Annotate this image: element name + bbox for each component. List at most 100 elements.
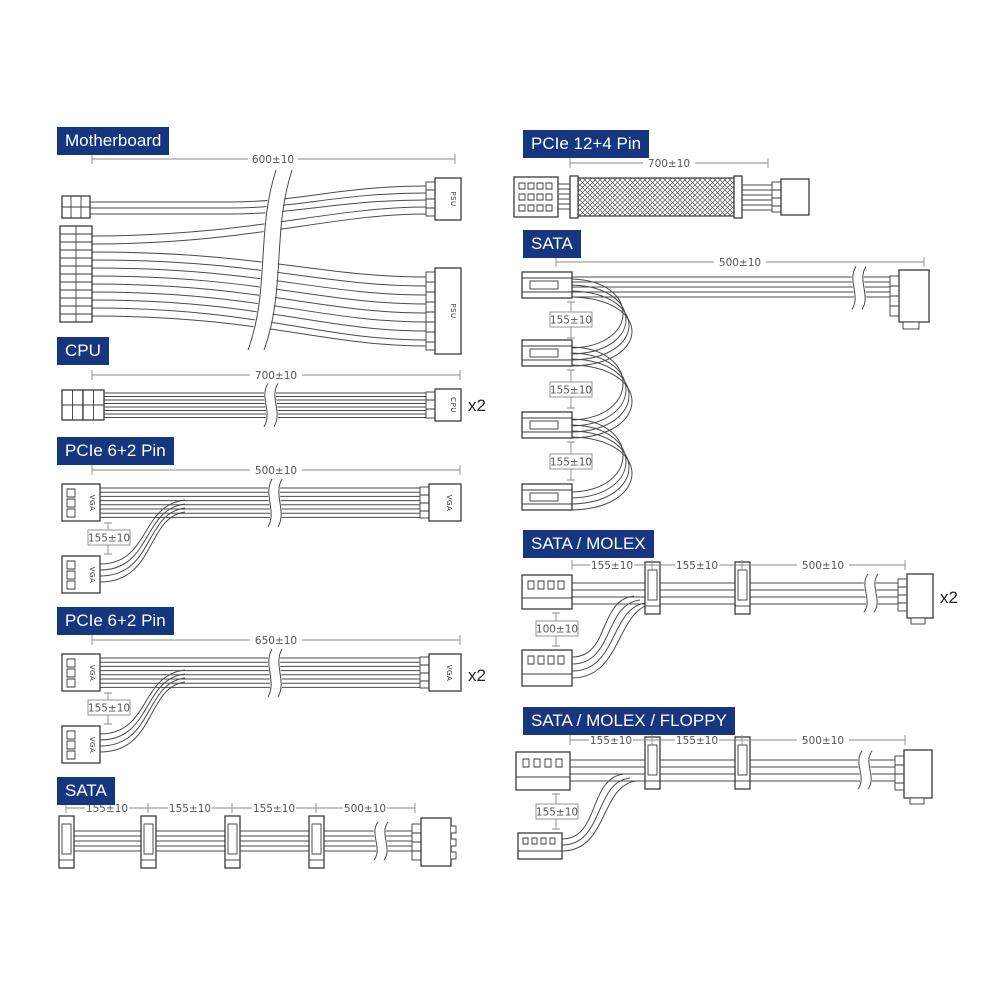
sata-molex-multiplier: x2	[940, 588, 958, 607]
atx-small-connector	[61, 195, 91, 219]
svg-text:500±10: 500±10	[255, 465, 297, 477]
label-sata-molex-floppy: SATA / MOLEX / FLOPPY	[523, 707, 735, 736]
svg-text:700±10: 700±10	[255, 370, 297, 382]
vga-connector-right: VGA	[419, 653, 462, 692]
sata-connector	[58, 815, 75, 869]
dimension-sata-molex: 155±10 155±10 500±10	[571, 557, 906, 572]
molex-connector	[521, 649, 573, 687]
svg-text:155±10: 155±10	[88, 533, 130, 545]
svg-text:500±10: 500±10	[719, 257, 761, 269]
svg-text:500±10: 500±10	[802, 735, 844, 747]
dimension-700: 700±10	[569, 155, 769, 170]
vga-connector-label: VGA	[445, 665, 453, 682]
vga-connector-label: VGA	[445, 495, 453, 512]
vga-connector-lower: VGA	[61, 725, 101, 764]
sata-connector	[644, 736, 661, 790]
sata-connector	[308, 815, 325, 869]
section-sata-molex-drawing: 155±10 155±10 500±10 100±10 x2	[521, 557, 958, 687]
psu-connector-label: PSU	[449, 303, 457, 318]
sata-connector	[521, 411, 573, 439]
psu-connector-label: PSU	[449, 191, 457, 206]
label-motherboard: Motherboard	[57, 127, 170, 156]
sata-psu-connector	[411, 817, 457, 867]
label-pcie62b: PCIe 6+2 Pin	[57, 607, 174, 636]
svg-text:100±10: 100±10	[536, 624, 578, 636]
section-pcie62a-drawing: VGA VGA VGA 500±10 155±10	[61, 462, 462, 594]
sata-connector	[521, 271, 573, 299]
vga-connector-lower: VGA	[61, 555, 101, 594]
dimension-155-sub: 155±10	[87, 692, 131, 725]
svg-text:700±10: 700±10	[648, 158, 690, 170]
dimension-155-sub: 155±10	[549, 369, 593, 409]
sata-connector	[521, 339, 573, 367]
svg-text:155±10: 155±10	[550, 315, 592, 327]
sata-connector	[521, 483, 573, 511]
sata-connector	[734, 736, 751, 790]
svg-text:600±10: 600±10	[252, 154, 294, 166]
label-pcie124: PCIe 12+4 Pin	[523, 130, 650, 159]
dimension-600: 600±10	[91, 151, 456, 166]
cpu-multiplier: x2	[468, 396, 486, 415]
svg-text:500±10: 500±10	[802, 560, 844, 572]
svg-text:155±10: 155±10	[676, 560, 718, 572]
label-sata-left: SATA	[57, 777, 115, 806]
sata-connector	[734, 561, 751, 615]
dimension-650: 650±10	[91, 632, 461, 647]
pcie124-psu-connector	[771, 178, 810, 216]
section-sata-left-drawing: 155±10 155±10 155±10 500±10	[58, 800, 457, 869]
cpu-connector-label: CPU	[449, 397, 457, 413]
label-cpu: CPU	[57, 337, 109, 366]
svg-text:155±10: 155±10	[536, 807, 578, 819]
svg-text:500±10: 500±10	[344, 803, 386, 815]
sata-psu-connector	[889, 269, 930, 330]
svg-text:155±10: 155±10	[590, 735, 632, 747]
sata-connector	[140, 815, 157, 869]
dimension-500: 500±10	[91, 462, 461, 477]
section-cpu-drawing: CPU 700±10 x2	[61, 367, 486, 427]
psu-connector	[897, 573, 934, 625]
section-motherboard-drawing: PSU PSU 600±10	[59, 151, 462, 355]
svg-text:155±10: 155±10	[86, 803, 128, 815]
label-pcie62a: PCIe 6+2 Pin	[57, 437, 174, 466]
section-sata-right-drawing: 500±10 155±10 155±10 155±10	[521, 254, 930, 511]
vga-connector-label: VGA	[88, 665, 96, 682]
dimension-155-sub: 155±10	[535, 793, 579, 830]
braided-sleeve	[569, 175, 743, 219]
vga-connector-right: VGA	[419, 483, 462, 522]
section-pcie124-drawing: 700±10	[513, 155, 810, 219]
molex-connector	[521, 574, 573, 610]
cpu-8pin-connector	[61, 389, 105, 421]
label-sata-right: SATA	[523, 230, 581, 259]
section-pcie62b-drawing: VGA VGA VGA 650±10 155±10	[61, 632, 486, 764]
vga-connector-label: VGA	[88, 737, 96, 754]
psu-connector-bottom: PSU	[425, 267, 462, 355]
svg-text:155±10: 155±10	[550, 457, 592, 469]
dimension-155-sub: 155±10	[549, 301, 593, 339]
dimension-155-sub: 155±10	[87, 522, 131, 555]
svg-text:650±10: 650±10	[255, 635, 297, 647]
psu-connector-top: PSU	[425, 177, 462, 221]
vga-connector-left: VGA	[61, 483, 101, 522]
dimension-500: 500±10	[555, 254, 925, 269]
cpu-psu-connector: CPU	[425, 388, 462, 422]
svg-text:155±10: 155±10	[253, 803, 295, 815]
dimension-155-sub: 155±10	[549, 441, 593, 481]
sata-connector	[224, 815, 241, 869]
atx-24pin-connector	[59, 225, 93, 323]
dimension-700: 700±10	[91, 367, 461, 382]
svg-text:155±10: 155±10	[550, 385, 592, 397]
floppy-connector	[517, 832, 563, 860]
svg-text:155±10: 155±10	[169, 803, 211, 815]
label-sata-molex: SATA / MOLEX	[523, 530, 654, 559]
vga-connector-label: VGA	[88, 567, 96, 584]
vga-connector-left: VGA	[61, 653, 101, 692]
dimension-smf: 155±10 155±10 500±10	[569, 732, 906, 747]
section-sata-molex-floppy-drawing: 155±10 155±10 500±10 155±10	[515, 732, 933, 860]
svg-text:155±10: 155±10	[591, 560, 633, 572]
dimension-100-sub: 100±10	[535, 612, 579, 647]
pcie62b-multiplier: x2	[468, 666, 486, 685]
sata-connector	[644, 561, 661, 615]
molex-connector	[515, 751, 571, 791]
